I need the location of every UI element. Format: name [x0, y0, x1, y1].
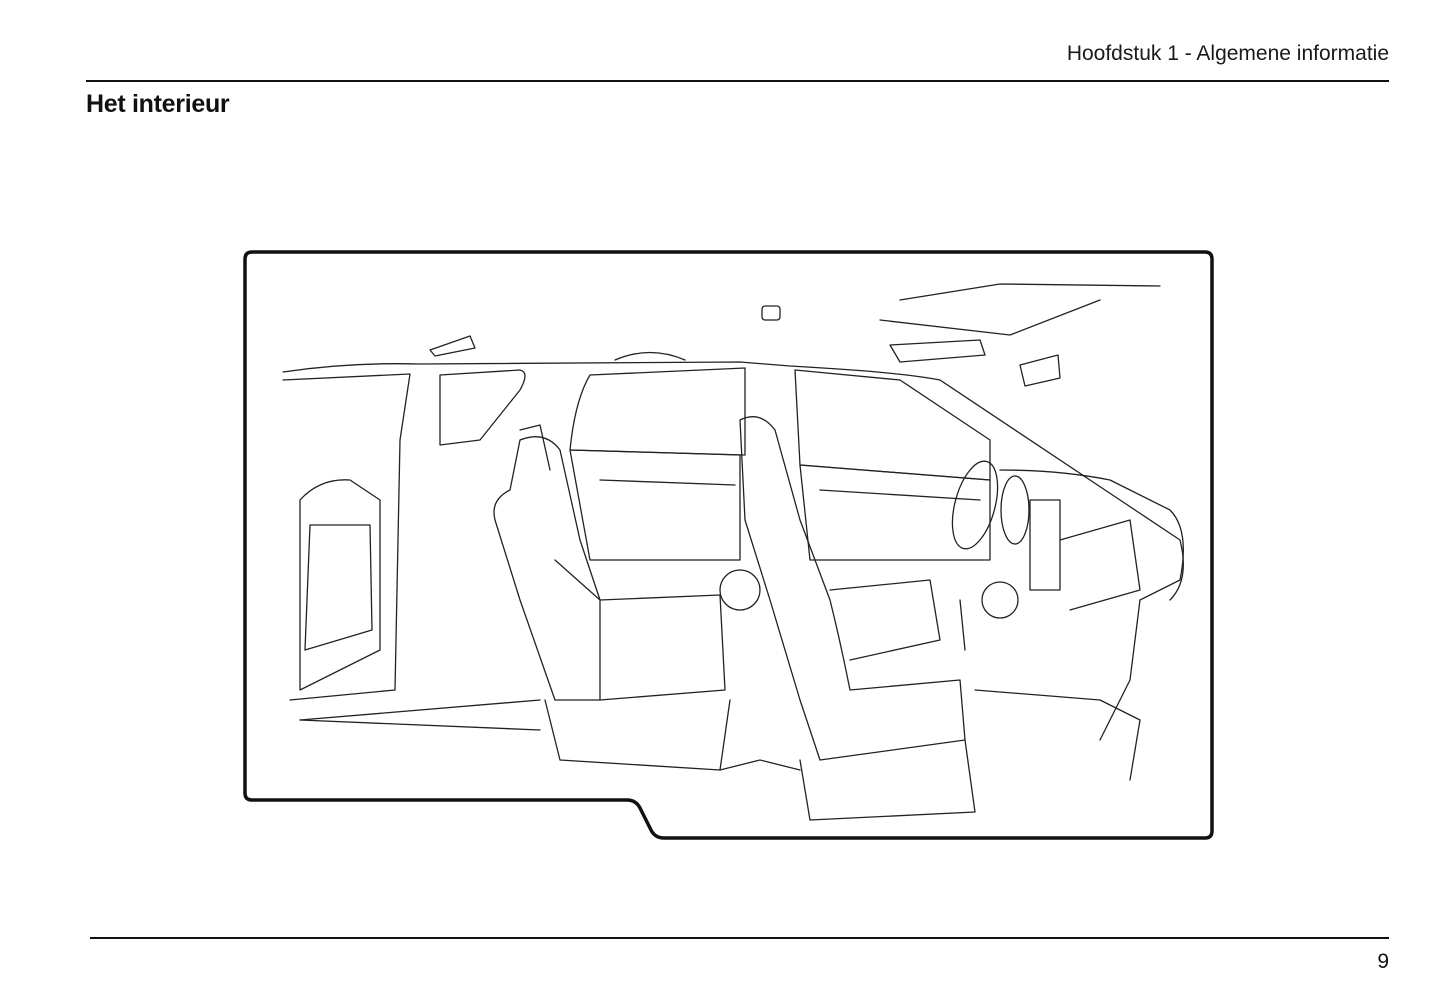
- car-interior-drawing: [282, 283, 1184, 821]
- footer-rule: [90, 937, 1389, 939]
- illustration-frame: [243, 250, 1214, 840]
- chapter-header: Hoofdstuk 1 - Algemene informatie: [1066, 42, 1389, 65]
- section-title: Het interieur: [86, 90, 230, 118]
- header-rule: [86, 80, 1389, 82]
- page-number: 9: [1377, 950, 1389, 973]
